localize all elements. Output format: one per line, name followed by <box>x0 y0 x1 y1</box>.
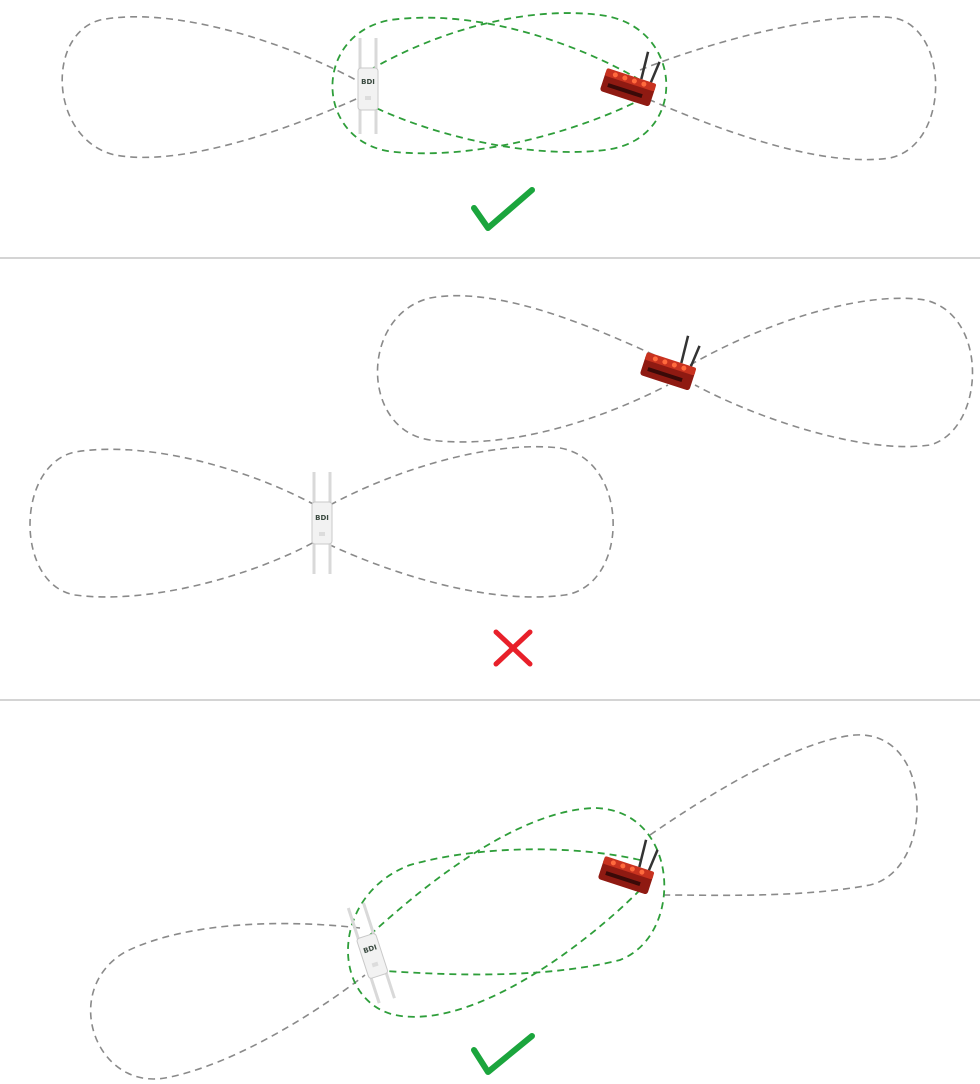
ap-logo: BDI <box>315 514 329 522</box>
check-icon <box>471 187 535 231</box>
check-icon <box>471 1033 535 1075</box>
ap-pattern-rear-lobe <box>61 16 366 159</box>
router-device <box>640 335 701 391</box>
access-point: BDI <box>346 902 396 1004</box>
router-pattern-forward-lobe <box>347 848 641 1018</box>
router-pattern-forward-lobe <box>331 16 641 155</box>
router-pattern-rear-lobe <box>639 15 937 161</box>
panel-1: BDI <box>61 12 937 231</box>
router-pattern-forward-lobe <box>376 294 669 443</box>
ap-pattern-rear-lobe <box>29 448 319 598</box>
access-point: BDI <box>311 472 333 574</box>
router-pattern-rear-lobe <box>649 734 918 897</box>
ap-pattern-forward-lobe <box>369 807 666 976</box>
ap-pattern-rear-lobe <box>89 922 366 1080</box>
panel-3: BDI <box>89 734 918 1080</box>
ap-logo: BDI <box>362 943 378 955</box>
router-pattern-rear-lobe <box>689 297 974 448</box>
panel-2: BDI <box>29 294 974 667</box>
router-device <box>600 51 661 107</box>
ap-pattern-forward-lobe <box>329 445 614 598</box>
router-device <box>598 839 659 895</box>
ap-logo: BDI <box>361 78 375 86</box>
access-point: BDI <box>357 38 379 134</box>
cross-icon <box>493 629 533 667</box>
